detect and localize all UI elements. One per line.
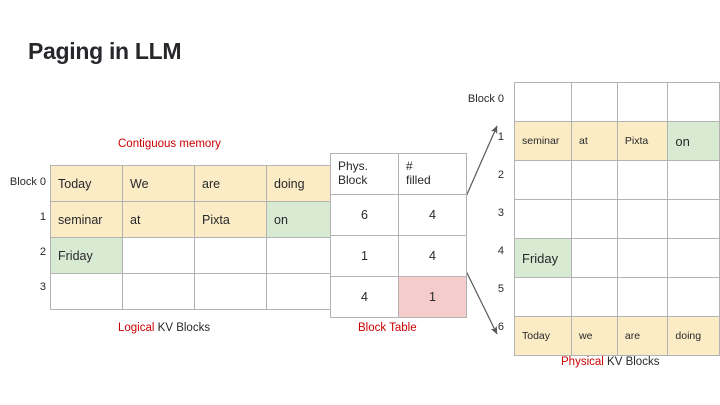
block-table-header-1: #filled — [398, 153, 467, 195]
logical-cell-r3c2 — [194, 273, 267, 310]
logical-cell-r0c3: doing — [266, 165, 339, 202]
block-table-header-row: Phys.Block#filled — [330, 153, 467, 195]
block-table-cell-r0c1: 4 — [398, 194, 467, 236]
physical-cell-r0c3 — [667, 82, 720, 122]
physical-row-label-4: 4 — [497, 245, 504, 257]
physical-cell-r4c1 — [570, 238, 618, 278]
block-table-cell-r2c0: 4 — [330, 276, 399, 318]
block-table-caption: Block Table — [358, 322, 417, 334]
physical-kv-blocks-caption: Physical KV Blocks — [561, 356, 659, 368]
logical-kv-blocks-caption: Logical KV Blocks — [118, 322, 210, 334]
physical-cell-r0c2 — [616, 82, 669, 122]
logical-cell-r0c2: are — [194, 165, 267, 202]
physical-row-label-2: 2 — [497, 169, 504, 181]
physical-caption-accent: Physical — [561, 356, 604, 368]
physical-row: Friday — [514, 238, 720, 278]
physical-cell-r5c1 — [570, 277, 618, 317]
logical-cell-r1c0: seminar — [50, 201, 123, 238]
physical-cell-r4c2 — [616, 238, 669, 278]
physical-cell-r0c0 — [514, 82, 572, 122]
physical-row-label-0: Block 0 — [467, 93, 504, 105]
logical-caption-accent: Logical — [118, 322, 155, 334]
physical-cell-r1c2: Pixta — [616, 121, 669, 161]
physical-cell-r2c3 — [667, 160, 720, 200]
physical-row-label-1: 1 — [497, 131, 504, 143]
physical-cell-r6c2: are — [616, 316, 669, 356]
logical-cell-r3c3 — [266, 273, 339, 310]
physical-row — [514, 82, 720, 122]
logical-row — [50, 273, 339, 310]
logical-cell-r1c2: Pixta — [194, 201, 267, 238]
logical-cell-r2c1 — [122, 237, 195, 274]
physical-cell-r4c0: Friday — [514, 238, 572, 278]
physical-row — [514, 277, 720, 317]
contiguous-memory-caption: Contiguous memory — [118, 138, 221, 150]
logical-row-label-0: Block 0 — [9, 176, 46, 188]
block-table-cell-r1c1: 4 — [398, 235, 467, 277]
physical-cell-r5c0 — [514, 277, 572, 317]
physical-cell-r3c2 — [616, 199, 669, 239]
physical-cell-r3c0 — [514, 199, 572, 239]
logical-cell-r1c3: on — [266, 201, 339, 238]
physical-row-label-3: 3 — [497, 207, 504, 219]
physical-cell-r3c3 — [667, 199, 720, 239]
logical-cell-r2c0: Friday — [50, 237, 123, 274]
physical-cell-r6c3: doing — [667, 316, 720, 356]
block-table-header-0: Phys.Block — [330, 153, 399, 195]
physical-cell-r5c3 — [667, 277, 720, 317]
logical-row-label-1: 1 — [39, 211, 46, 223]
physical-cell-r6c0: Today — [514, 316, 572, 356]
page-title: Paging in LLM — [28, 38, 182, 64]
physical-cell-r3c1 — [570, 199, 618, 239]
logical-cell-r0c1: We — [122, 165, 195, 202]
physical-cell-r2c2 — [616, 160, 669, 200]
logical-cell-r0c0: Today — [50, 165, 123, 202]
physical-cell-r1c3: on — [667, 121, 720, 161]
logical-cell-r3c0 — [50, 273, 123, 310]
physical-cell-r0c1 — [570, 82, 618, 122]
block-table-cell-r0c0: 6 — [330, 194, 399, 236]
block-table-cell-r2c1: 1 — [398, 276, 467, 318]
logical-cell-r2c3 — [266, 237, 339, 274]
physical-cell-r5c2 — [616, 277, 669, 317]
physical-row-label-5: 5 — [497, 283, 504, 295]
physical-cell-r6c1: we — [570, 316, 618, 356]
physical-cell-r4c3 — [667, 238, 720, 278]
physical-row — [514, 199, 720, 239]
physical-row — [514, 160, 720, 200]
physical-cell-r1c1: at — [570, 121, 618, 161]
physical-caption-rest: KV Blocks — [607, 356, 660, 368]
physical-cell-r2c1 — [570, 160, 618, 200]
logical-row-label-2: 2 — [39, 246, 46, 258]
logical-row: Friday — [50, 237, 339, 274]
logical-cell-r1c1: at — [122, 201, 195, 238]
physical-cell-r1c0: seminar — [514, 121, 572, 161]
block-table-cell-r1c0: 1 — [330, 235, 399, 277]
logical-cell-r2c2 — [194, 237, 267, 274]
logical-caption-rest: KV Blocks — [157, 322, 211, 334]
logical-cell-r3c1 — [122, 273, 195, 310]
physical-row-label-6: 6 — [497, 321, 504, 333]
physical-cell-r2c0 — [514, 160, 572, 200]
logical-row-label-3: 3 — [39, 281, 46, 293]
